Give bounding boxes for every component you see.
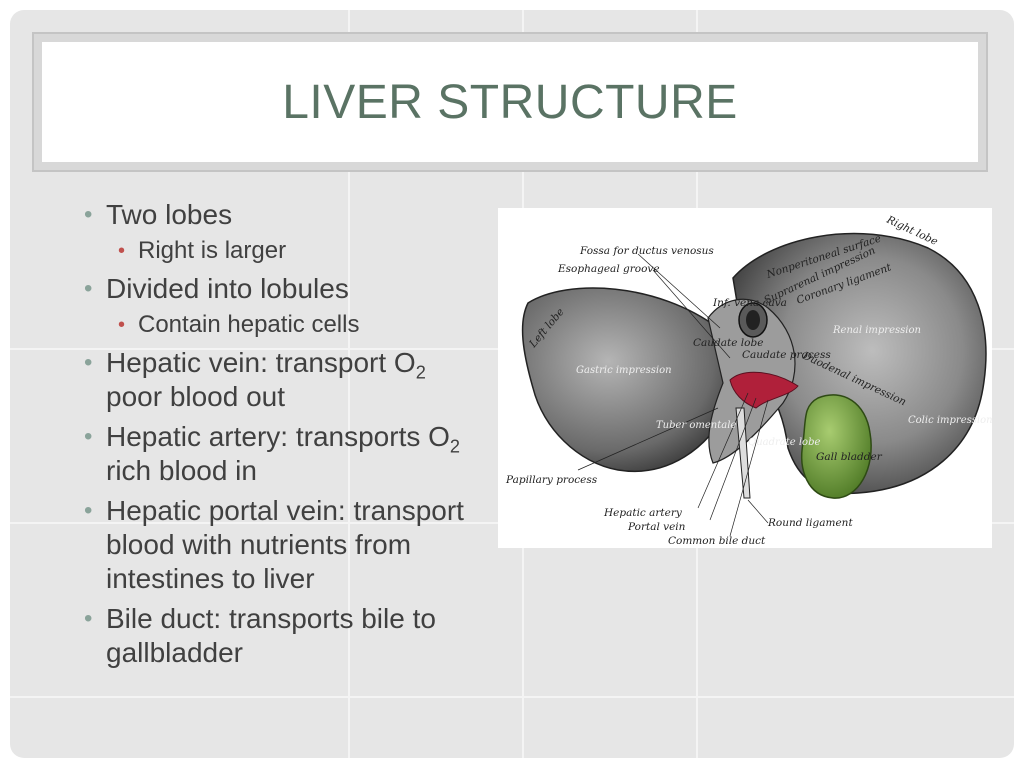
label-hepatic-artery: Hepatic artery — [603, 507, 683, 519]
left-lobe-shape — [521, 287, 738, 472]
bullet-text: Hepatic vein: transport O — [106, 347, 416, 378]
page-title: Liver Structure — [282, 75, 738, 129]
label-gall-bladder: Gall bladder — [816, 451, 883, 463]
label-colic: Colic impression — [908, 415, 992, 426]
bullet-text: poor blood out — [106, 381, 286, 412]
label-portal-vein: Portal vein — [627, 521, 686, 533]
bullet-item: Hepatic artery: transports O2 rich blood… — [72, 420, 482, 488]
subscript-text: 2 — [449, 436, 461, 457]
bullet-text: rich blood in — [106, 455, 257, 486]
bullet-item: Hepatic vein: transport O2 poor blood ou… — [72, 346, 482, 414]
sub-bullet-text: Contain hepatic cells — [138, 311, 360, 338]
leader-lines — [577, 253, 769, 537]
bullet-text: Hepatic portal vein: transport blood wit… — [106, 495, 464, 594]
bullet-item: Two lobes — [72, 198, 482, 232]
title-box: Liver Structure — [42, 42, 978, 162]
label-fossa: Fossa for ductus venosus — [579, 245, 714, 257]
sub-bullet-text: Right is larger — [138, 237, 287, 264]
label-caudate-lobe: Caudate lobe — [693, 337, 763, 349]
label-papillary: Papillary process — [505, 474, 598, 486]
bullet-text: Divided into lobules — [106, 273, 349, 304]
background-grid-line — [10, 696, 1014, 698]
bullet-text: Bile duct: transports bile to gallbladde… — [106, 603, 436, 668]
vena-cava-lumen — [746, 310, 760, 330]
hepatic-vessels — [729, 371, 799, 409]
liver-diagram: Fossa for ductus venosus Esophageal groo… — [505, 213, 992, 547]
bullet-list: Two lobes Right is larger Divided into l… — [72, 198, 482, 676]
label-caudate-process: Caudate process — [742, 349, 831, 361]
bullet-item: Divided into lobules — [72, 272, 482, 306]
bullet-text: Hepatic artery: transports O — [106, 421, 450, 452]
label-tuber: Tuber omentale — [656, 420, 736, 431]
sub-bullet-item: Contain hepatic cells — [72, 310, 482, 340]
label-quadrate: Quadrate lobe — [748, 437, 820, 448]
sub-bullet-item: Right is larger — [72, 236, 482, 266]
label-vena-cava: Inf. vena cava — [712, 297, 787, 309]
bullet-item: Hepatic portal vein: transport blood wit… — [72, 494, 482, 596]
title-frame: Liver Structure — [32, 32, 988, 172]
gallbladder-shape — [801, 394, 872, 499]
liver-illustration: Fossa for ductus venosus Esophageal groo… — [498, 208, 992, 548]
label-common-bile-duct: Common bile duct — [668, 535, 766, 547]
label-round-ligament: Round ligament — [767, 517, 853, 529]
label-renal: Renal impression — [832, 325, 921, 336]
bullet-text: Two lobes — [106, 199, 233, 230]
label-gastric: Gastric impression — [576, 365, 672, 376]
slide: Liver Structure Two lobes Right is large… — [10, 10, 1014, 758]
bullet-item: Bile duct: transports bile to gallbladde… — [72, 602, 482, 670]
subscript-text: 2 — [415, 362, 426, 383]
label-esophageal: Esophageal groove — [557, 263, 660, 275]
right-lobe-shape — [732, 232, 987, 495]
